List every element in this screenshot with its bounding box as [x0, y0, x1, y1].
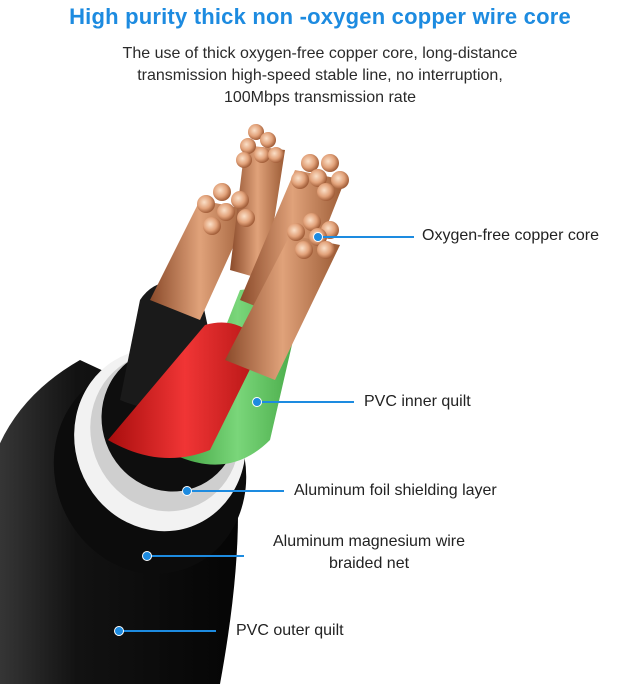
braid-leader	[148, 555, 244, 557]
braid-label-line: Aluminum magnesium wire	[272, 533, 466, 550]
strand-ends-back	[236, 124, 284, 168]
foil-marker	[182, 486, 192, 496]
foil-leader	[188, 490, 284, 492]
description: The use of thick oxygen-free copper core…	[60, 43, 580, 109]
outer-quilt-leader	[120, 630, 216, 632]
red-wire	[108, 322, 262, 458]
copper-bundle-back	[230, 145, 285, 280]
copper-core-marker	[313, 232, 323, 242]
braid-label: Aluminum magnesium wire braided net	[258, 531, 480, 575]
description-line: The use of thick oxygen-free copper core…	[122, 45, 518, 62]
page-title: High purity thick non -oxygen copper wir…	[69, 4, 571, 29]
copper-bundle-left	[150, 200, 250, 320]
inner-quilt-marker	[252, 397, 262, 407]
strand-ends-mid	[291, 154, 349, 201]
description-line: transmission high-speed stable line, no …	[137, 67, 503, 84]
strand-ends-front	[287, 213, 339, 259]
braid-marker	[142, 551, 152, 561]
copper-core-label: Oxygen-free copper core	[422, 227, 599, 244]
braid-label-line: braided net	[328, 555, 410, 572]
outer-quilt-marker	[114, 626, 124, 636]
inner-quilt-label: PVC inner quilt	[364, 393, 471, 410]
outer-quilt-label: PVC outer quilt	[236, 622, 344, 639]
copper-bundle-front	[225, 235, 340, 380]
foil-label: Aluminum foil shielding layer	[294, 482, 497, 499]
inner-quilt-leader	[258, 401, 354, 403]
strand-ends-left	[197, 183, 255, 235]
copper-core-leader	[318, 236, 414, 238]
description-line: 100Mbps transmission rate	[223, 89, 417, 106]
